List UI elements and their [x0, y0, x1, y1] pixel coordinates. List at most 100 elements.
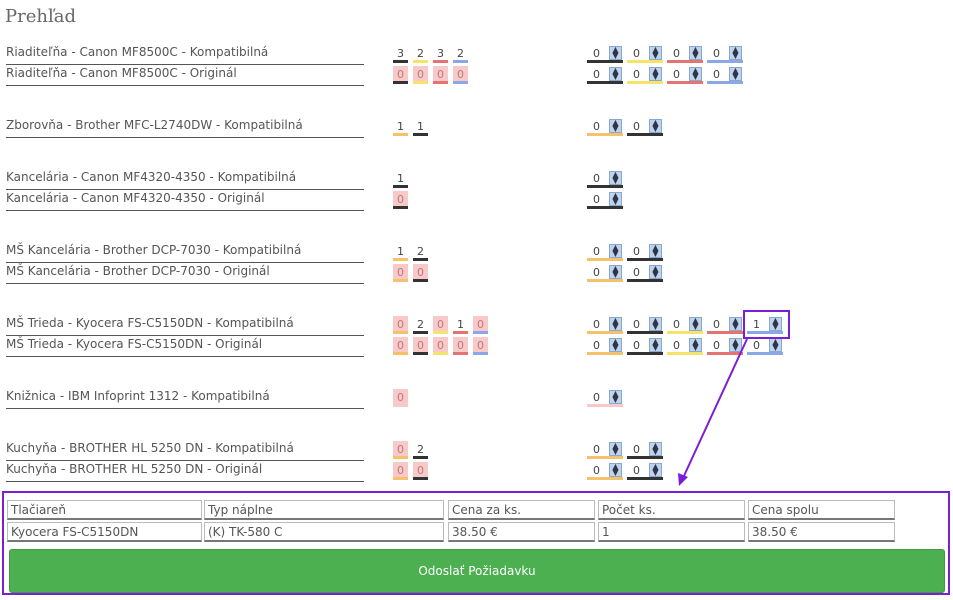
spinner-icon[interactable]: ▲ ▼ — [609, 390, 622, 404]
spinner-icon[interactable]: ▲ ▼ — [649, 463, 662, 477]
printer-label: MŠ Kancelária - Brother DCP-7030 - Kompa… — [6, 242, 364, 263]
quantity-stepper[interactable]: 0 ▲ ▼ — [587, 243, 623, 261]
printer-row: Kuchyňa - BROTHER HL 5250 DN - Originál 0… — [0, 461, 953, 482]
quantity-value: 0 — [593, 266, 600, 279]
spinner-icon[interactable]: ▲ ▼ — [609, 119, 622, 133]
spinner-icon[interactable]: ▲ ▼ — [649, 67, 662, 81]
quantity-stepper[interactable]: 0▲ ▼ — [587, 66, 623, 84]
stock-count: 2 — [453, 45, 468, 63]
spinner-icon[interactable]: ▲ ▼ — [769, 338, 782, 352]
cell-quantity: 1 — [598, 522, 745, 542]
stock-count: 0 — [413, 66, 428, 84]
quantity-stepper[interactable]: 0▲ ▼ — [627, 441, 663, 459]
spinner-icon[interactable]: ▲ ▼ — [649, 119, 662, 133]
quantity-stepper[interactable]: 0 ▲ ▼ — [667, 316, 703, 334]
quantity-stepper[interactable]: 0 ▲ ▼ — [587, 389, 623, 407]
quantity-stepper[interactable]: 0 ▲ ▼ — [627, 45, 663, 63]
spinner-icon[interactable]: ▲ ▼ — [609, 46, 622, 60]
quantity-value: 0 — [713, 68, 720, 81]
spinner-icon[interactable]: ▲ ▼ — [649, 338, 662, 352]
spinner-icon[interactable]: ▲ ▼ — [609, 442, 622, 456]
stock-count: 3 — [433, 45, 448, 63]
spinner-icon[interactable]: ▲ ▼ — [609, 244, 622, 258]
spinner-icon[interactable]: ▲ ▼ — [609, 463, 622, 477]
quantity-stepper[interactable]: 0▲ ▼ — [627, 118, 663, 136]
spinner-icon[interactable]: ▲ ▼ — [649, 265, 662, 279]
spinner-icon[interactable]: ▲ ▼ — [609, 192, 622, 206]
quantity-stepper[interactable]: 0▲ ▼ — [667, 45, 703, 63]
quantity-stepper[interactable]: 0 ▲ ▼ — [667, 66, 703, 84]
submit-request-button[interactable]: Odoslať Požiadavku — [9, 549, 945, 593]
quantity-stepper[interactable]: 0▲ ▼ — [587, 170, 623, 188]
spinner-icon[interactable]: ▲ ▼ — [609, 265, 622, 279]
spinner-icon[interactable]: ▲ ▼ — [689, 67, 702, 81]
spinner-icon[interactable]: ▲ ▼ — [729, 317, 742, 331]
stock-count: 1 — [453, 316, 468, 334]
spinner-icon[interactable]: ▲ ▼ — [729, 338, 742, 352]
quantity-stepper[interactable]: 0▲ ▼ — [627, 243, 663, 261]
stock-count: 1 — [413, 118, 428, 136]
quantity-stepper[interactable]: 0 ▲ ▼ — [587, 264, 623, 282]
quantity-stepper[interactable]: 0 ▲ ▼ — [707, 45, 743, 63]
quantity-stepper[interactable]: 0▲ ▼ — [627, 316, 663, 334]
printer-row: MŠ Kancelária - Brother DCP-7030 - Kompa… — [0, 242, 953, 263]
quantity-stepper[interactable]: 0▲ ▼ — [587, 191, 623, 209]
cell-total-price: 38.50 € — [748, 522, 895, 542]
quantity-stepper[interactable]: 1▲ ▼ — [747, 316, 783, 334]
spinner-icon[interactable]: ▲ ▼ — [609, 338, 622, 352]
spinner-icon[interactable]: ▲ ▼ — [689, 46, 702, 60]
spinner-icon[interactable]: ▲ ▼ — [689, 317, 702, 331]
quantity-stepper[interactable]: 0▲ ▼ — [587, 316, 623, 334]
spinner-icon[interactable]: ▲ ▼ — [649, 317, 662, 331]
printer-row: Riaditeľňa - Canon MF8500C - Kompatibiln… — [0, 44, 953, 65]
quantity-stepper[interactable]: 0▲ ▼ — [627, 66, 663, 84]
stock-count: 0 — [473, 337, 488, 355]
spinner-icon[interactable]: ▲ ▼ — [729, 46, 742, 60]
stock-count: 1 — [393, 118, 408, 136]
printer-label: Zborovňa - Brother MFC-L2740DW - Kompati… — [6, 117, 364, 138]
printer-label: MŠ Trieda - Kyocera FS-C5150DN - Kompati… — [6, 315, 364, 336]
stock-count: 0 — [393, 316, 408, 334]
quantity-value: 0 — [673, 318, 680, 331]
spinner-icon[interactable]: ▲ ▼ — [649, 244, 662, 258]
printer-row: MŠ Trieda - Kyocera FS-C5150DN - Originá… — [0, 336, 953, 357]
spinner-icon[interactable]: ▲ ▼ — [769, 317, 782, 331]
quantity-stepper[interactable]: 0▲ ▼ — [587, 337, 623, 355]
spinner-icon[interactable]: ▲ ▼ — [609, 171, 622, 185]
spinner-icon[interactable]: ▲ ▼ — [609, 317, 622, 331]
printer-label: Kuchyňa - BROTHER HL 5250 DN - Originál — [6, 461, 364, 482]
printer-row: Knižnica - IBM Infoprint 1312 - Kompatib… — [0, 388, 953, 409]
highlight-box — [743, 310, 790, 339]
spinner-icon[interactable]: ▲ ▼ — [609, 67, 622, 81]
quantity-stepper[interactable]: 0▲ ▼ — [587, 441, 623, 459]
quantity-value: 0 — [673, 68, 680, 81]
quantity-value: 0 — [593, 391, 600, 404]
quantity-stepper[interactable]: 0▲ ▼ — [627, 462, 663, 480]
stock-count: 0 — [393, 264, 408, 282]
stock-count: 0 — [413, 462, 428, 480]
header-total-price: Cena spolu — [748, 500, 895, 520]
spinner-icon[interactable]: ▲ ▼ — [649, 442, 662, 456]
quantity-stepper[interactable]: 0▲ ▼ — [667, 337, 703, 355]
quantity-stepper[interactable]: 0▲ ▼ — [707, 337, 743, 355]
quantity-value: 0 — [633, 47, 640, 60]
quantity-stepper[interactable]: 0▲ ▼ — [707, 316, 743, 334]
quantity-stepper[interactable]: 0 ▲ ▼ — [707, 66, 743, 84]
stock-count: 0 — [393, 337, 408, 355]
spinner-icon[interactable]: ▲ ▼ — [689, 338, 702, 352]
printer-row: MŠ Kancelária - Brother DCP-7030 - Origi… — [0, 263, 953, 284]
quantity-stepper[interactable]: 0▲ ▼ — [627, 264, 663, 282]
spinner-icon[interactable]: ▲ ▼ — [729, 67, 742, 81]
quantity-stepper[interactable]: 0▲ ▼ — [587, 118, 623, 136]
spinner-icon[interactable]: ▲ ▼ — [649, 46, 662, 60]
quantity-stepper[interactable]: 0▲ ▼ — [587, 45, 623, 63]
printer-label: Riaditeľňa - Canon MF8500C - Kompatibiln… — [6, 44, 364, 65]
quantity-value: 0 — [633, 339, 640, 352]
quantity-stepper[interactable]: 0▲ ▼ — [747, 337, 783, 355]
stock-count: 0 — [433, 316, 448, 334]
quantity-value: 0 — [593, 245, 600, 258]
quantity-stepper[interactable]: 0 ▲ ▼ — [627, 337, 663, 355]
quantity-stepper[interactable]: 0▲ ▼ — [587, 462, 623, 480]
quantity-value: 0 — [713, 47, 720, 60]
